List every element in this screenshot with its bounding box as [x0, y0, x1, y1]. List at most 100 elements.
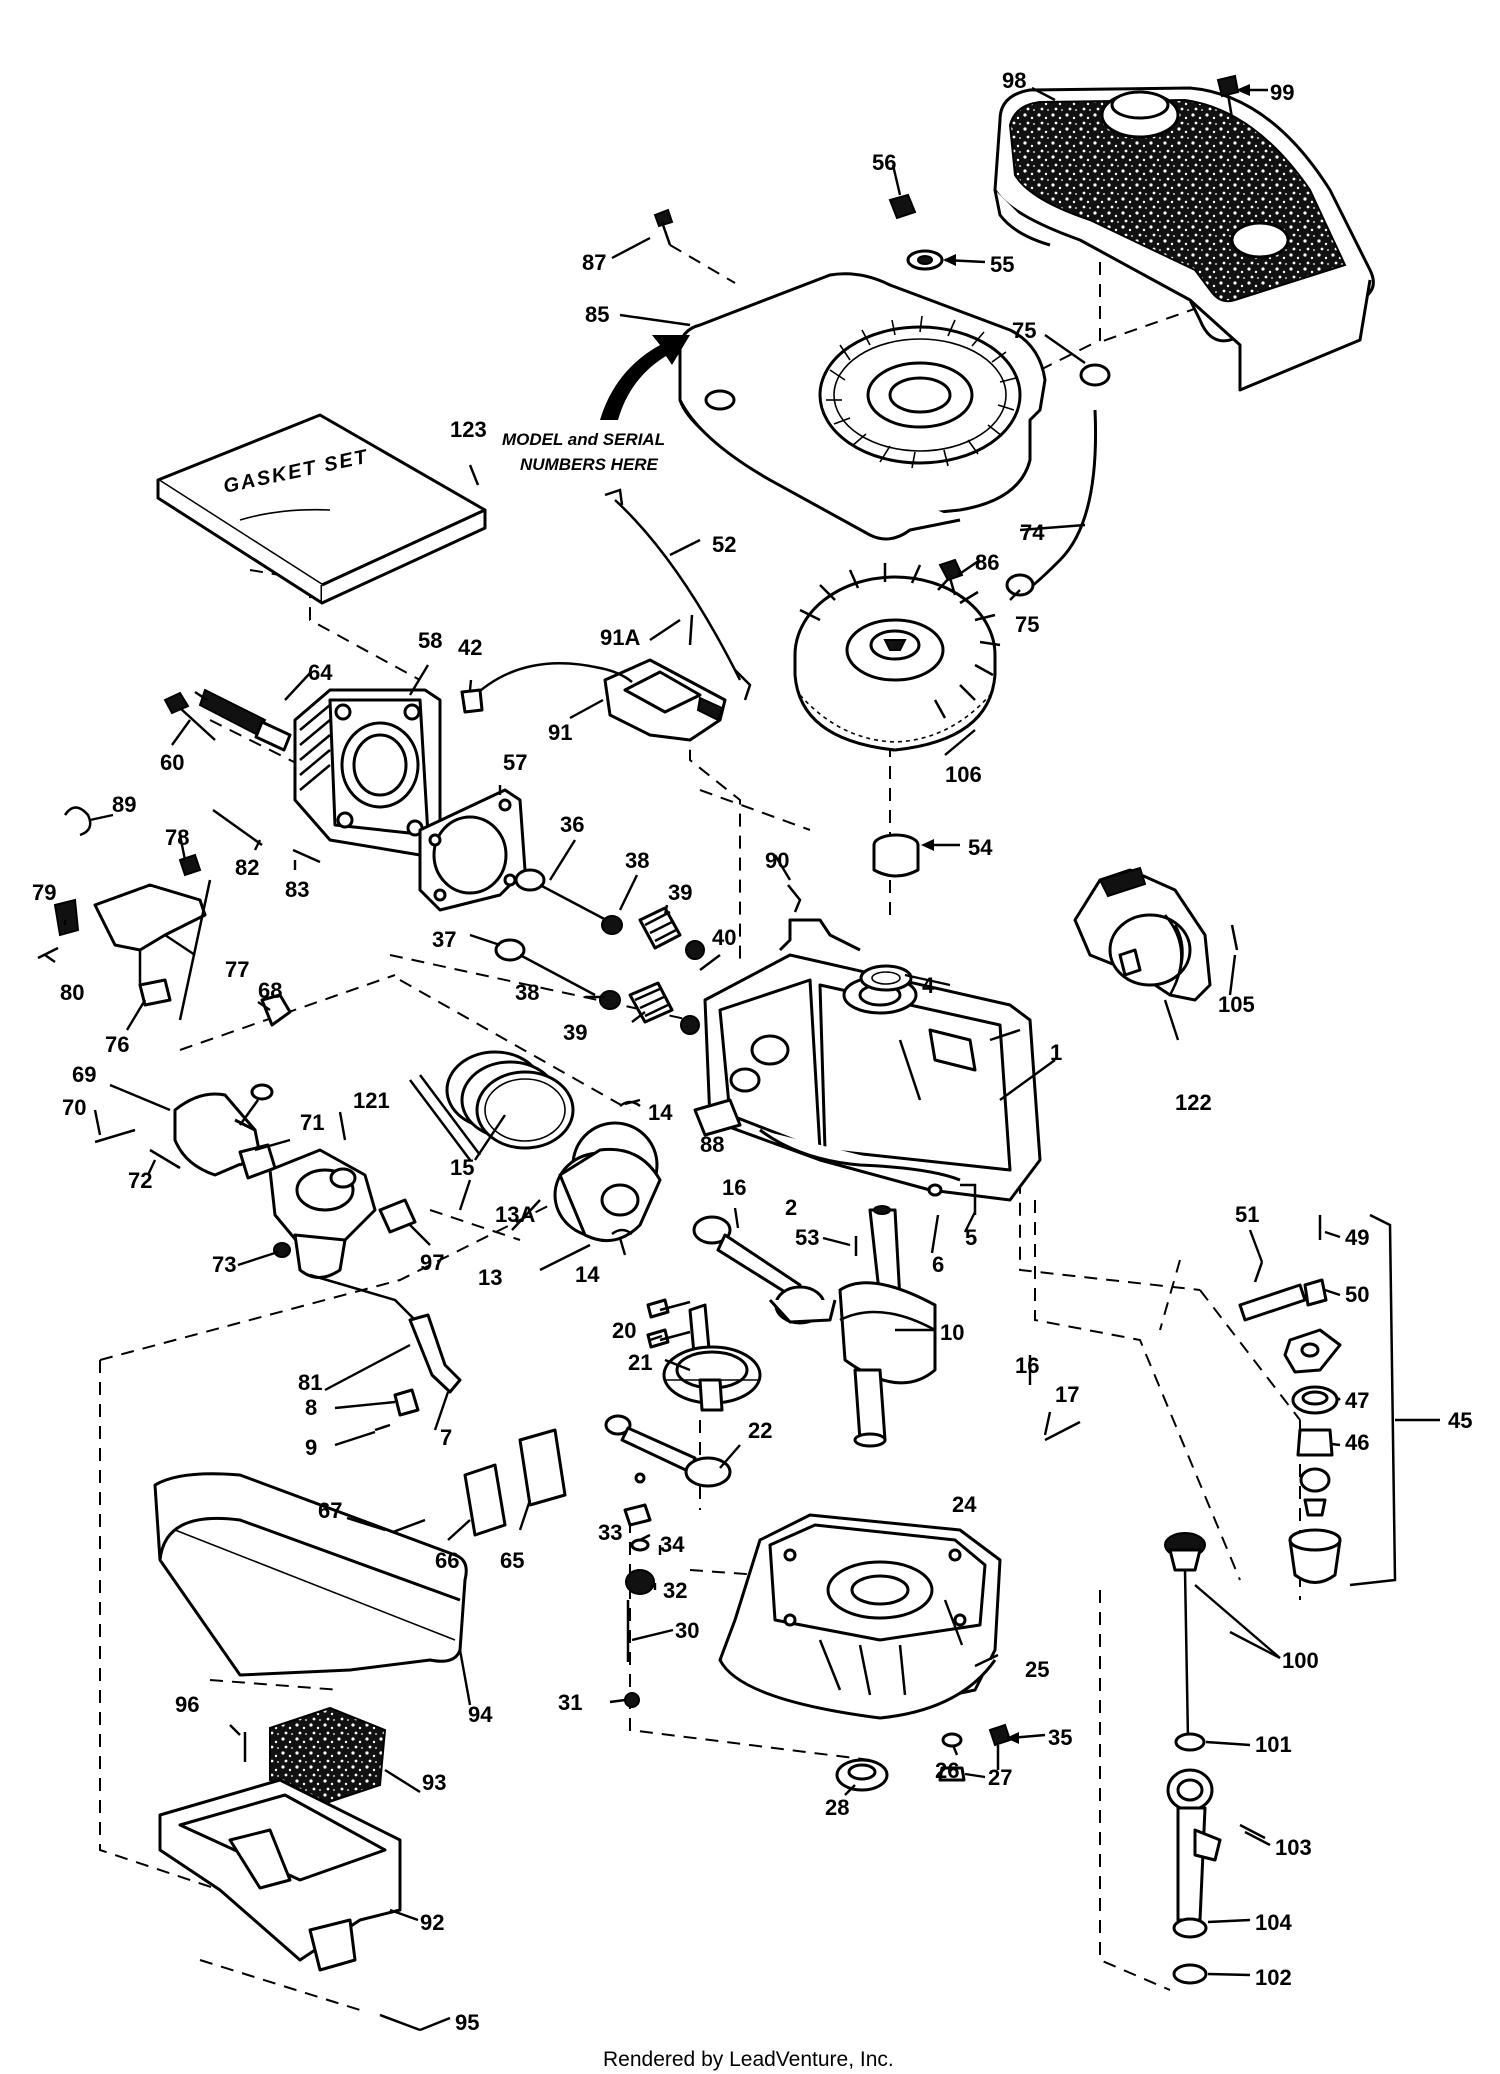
throttle-lever-78 [178, 853, 202, 877]
callout-39-bottom: 39 [563, 1020, 587, 1045]
screw-80 [37, 946, 59, 960]
callout-16-bottom: 16 [1015, 1353, 1039, 1378]
flywheel-screw [938, 558, 964, 596]
callout-121: 121 [353, 1088, 390, 1113]
callout-75-bottom: 75 [1015, 612, 1039, 637]
callout-89: 89 [112, 792, 136, 817]
callout-31: 31 [558, 1690, 582, 1715]
valve-spring-upper [601, 906, 705, 960]
air-cleaner-cover [993, 86, 1375, 392]
dowel-pin-90 [787, 884, 802, 913]
crankshaft [838, 1205, 937, 1448]
head-bolt [163, 691, 216, 741]
model-serial-pointer-arrow [600, 335, 690, 420]
callout-95: 95 [455, 2010, 479, 2035]
callout-9: 9 [305, 1435, 317, 1460]
callout-35: 35 [1048, 1725, 1072, 1750]
callout-20: 20 [612, 1318, 636, 1343]
callout-67: 67 [318, 1498, 342, 1523]
ignition-module-screw [688, 614, 694, 646]
callout-68: 68 [258, 978, 282, 1003]
cylinder-head-gasket [418, 788, 527, 912]
carb-drain-73 [273, 1242, 291, 1258]
callout-66: 66 [435, 1548, 459, 1573]
ignition-module [460, 658, 727, 742]
valve-intake [494, 938, 596, 997]
governor-spring-89 [63, 806, 92, 837]
callout-103: 103 [1275, 1835, 1312, 1860]
callout-76: 76 [105, 1032, 129, 1057]
callout-22: 22 [748, 1418, 772, 1443]
callout-49: 49 [1345, 1225, 1369, 1250]
callout-73: 73 [212, 1252, 236, 1277]
callout-21: 21 [628, 1350, 652, 1375]
callout-78: 78 [165, 825, 189, 850]
piston [553, 1121, 662, 1243]
callout-92: 92 [420, 1910, 444, 1935]
hose-clamp-bottom [1005, 573, 1035, 597]
fill-tube [1166, 1768, 1222, 1939]
callout-64: 64 [308, 660, 333, 685]
cylinder-block [703, 918, 1042, 1202]
governor-clamp-8 [374, 1388, 420, 1432]
muffler [153, 1472, 468, 1677]
o-ring-102 [1172, 1963, 1208, 1985]
bracket-45 [1349, 1213, 1397, 1587]
dipstick [1164, 1532, 1206, 1741]
fill-tube-screw-103 [1239, 1823, 1266, 1840]
bracket-76 [138, 978, 172, 1007]
callout-93: 93 [422, 1770, 446, 1795]
flywheel-key-bushing [872, 833, 920, 878]
callout-75-top: 75 [1012, 318, 1036, 343]
callout-8: 8 [305, 1395, 317, 1420]
callout-17: 17 [1055, 1382, 1079, 1407]
callout-87: 87 [582, 250, 606, 275]
callout-106: 106 [945, 762, 982, 787]
camshaft-gear [662, 1303, 762, 1412]
callout-13: 13 [478, 1265, 502, 1290]
callout-24: 24 [952, 1492, 977, 1517]
callout-46: 46 [1345, 1430, 1369, 1455]
cylinder-head [293, 688, 442, 857]
callout-58: 58 [418, 628, 442, 653]
callout-6: 6 [932, 1252, 944, 1277]
breather-clip [927, 1183, 943, 1197]
intake-bolt-72 [149, 1148, 181, 1170]
callout-79: 79 [32, 880, 56, 905]
callout-28: 28 [825, 1795, 849, 1820]
callout-56: 56 [872, 150, 896, 175]
crankcase-cover [718, 1513, 1002, 1720]
callout-53: 53 [795, 1225, 819, 1250]
washer-55-hole [917, 255, 933, 265]
air-filter-screw-95 [379, 2013, 421, 2032]
callout-69: 69 [72, 1062, 96, 1087]
callout-38-bottom: 38 [515, 980, 539, 1005]
callout-38-top: 38 [625, 848, 649, 873]
model-serial-note-line1: MODEL and SERIAL [502, 430, 665, 449]
governor-gear-assembly [623, 1472, 655, 1708]
callout-leaders [44, 84, 1341, 2032]
callout-42: 42 [458, 635, 482, 660]
callout-27: 27 [988, 1765, 1012, 1790]
o-ring-101 [1174, 1732, 1206, 1752]
governor-link-81 [309, 1273, 421, 1326]
piston-pin-clip-bottom [611, 1228, 633, 1236]
model-serial-note-line2: NUMBERS HERE [520, 455, 659, 474]
callout-57: 57 [503, 750, 527, 775]
callout-81: 81 [298, 1370, 322, 1395]
nut-56 [888, 193, 917, 220]
tappets [646, 1298, 691, 1349]
gasket-set-box: GASKET SET [156, 413, 487, 605]
callout-2: 2 [785, 1195, 797, 1220]
head-stud [292, 848, 321, 864]
callout-91A: 91A [600, 625, 640, 650]
oil-seal-bottom [835, 1758, 889, 1792]
callout-104: 104 [1255, 1910, 1292, 1935]
callout-52: 52 [712, 532, 736, 557]
callout-14-top: 14 [648, 1100, 673, 1125]
callout-96: 96 [175, 1692, 199, 1717]
carburetor [268, 1148, 377, 1279]
spark-plug [194, 688, 292, 752]
callout-55: 55 [990, 252, 1014, 277]
